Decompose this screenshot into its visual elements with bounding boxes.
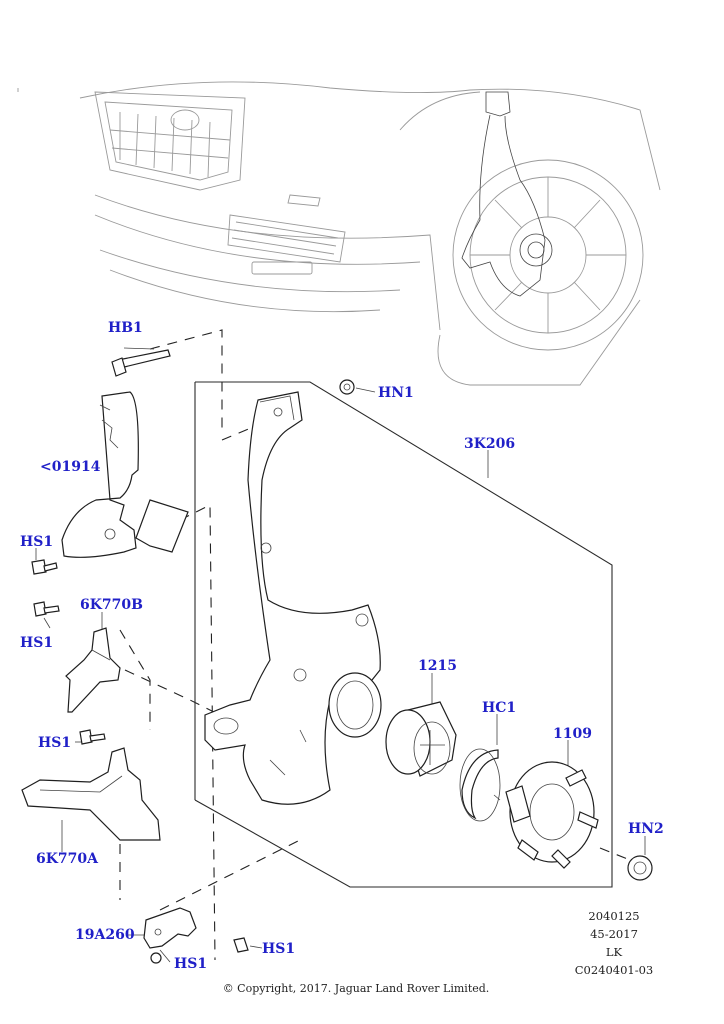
leader-lines — [35, 329, 646, 963]
ref-line-1: 2040125 — [588, 909, 639, 923]
circlip-hc1 — [459, 748, 501, 822]
vehicle-front-sketch — [17, 81, 661, 386]
speed-sensor-01914 — [61, 391, 189, 558]
bracket-6k770b — [65, 627, 121, 713]
label-19a260: 19A260 — [75, 927, 135, 943]
wheel-hub-1109 — [505, 761, 599, 869]
screw-hs1-b — [33, 601, 60, 617]
screw-hs1-e — [150, 952, 162, 964]
label-6k770b: 6K770B — [80, 597, 143, 613]
bolt-hb1 — [111, 349, 171, 377]
reference-block: 2040125 45-2017 LK C0240401-03 — [575, 909, 654, 977]
screw-hs1-d — [233, 937, 249, 953]
nut-hn2 — [627, 855, 653, 881]
label-01914: <01914 — [40, 459, 101, 475]
label-hn2: HN2 — [628, 821, 664, 837]
shield-6k770a — [21, 747, 161, 841]
nut-hn1 — [339, 379, 355, 395]
label-1215: 1215 — [418, 658, 457, 674]
label-hs1-c: HS1 — [38, 735, 71, 751]
label-hs1-a: HS1 — [20, 534, 53, 550]
label-3k206: 3K206 — [464, 436, 515, 452]
screw-hs1-a — [31, 559, 58, 575]
screw-hs1-c — [79, 729, 106, 745]
label-hs1-b: HS1 — [20, 635, 53, 651]
ref-line-4: C0240401-03 — [575, 963, 654, 977]
label-hs1-e: HS1 — [174, 956, 207, 972]
label-hc1: HC1 — [482, 700, 516, 716]
callout-labels: HB1 HN1 3K206 <01914 HS1 6K770B HS1 1215… — [20, 320, 664, 972]
steering-knuckle — [204, 391, 382, 805]
label-hn1: HN1 — [378, 385, 414, 401]
copyright-notice: © Copyright, 2017. Jaguar Land Rover Lim… — [223, 982, 490, 995]
ref-line-3: LK — [606, 945, 623, 959]
label-hs1-d: HS1 — [262, 941, 295, 957]
label-hb1: HB1 — [108, 320, 143, 336]
label-6k770a: 6K770A — [36, 851, 99, 867]
wheel-bearing-1215 — [385, 701, 457, 777]
label-1109: 1109 — [553, 726, 592, 742]
ref-line-2: 45-2017 — [590, 927, 638, 941]
hub-assembly-frame — [194, 381, 613, 888]
bracket-19a260 — [143, 907, 197, 949]
